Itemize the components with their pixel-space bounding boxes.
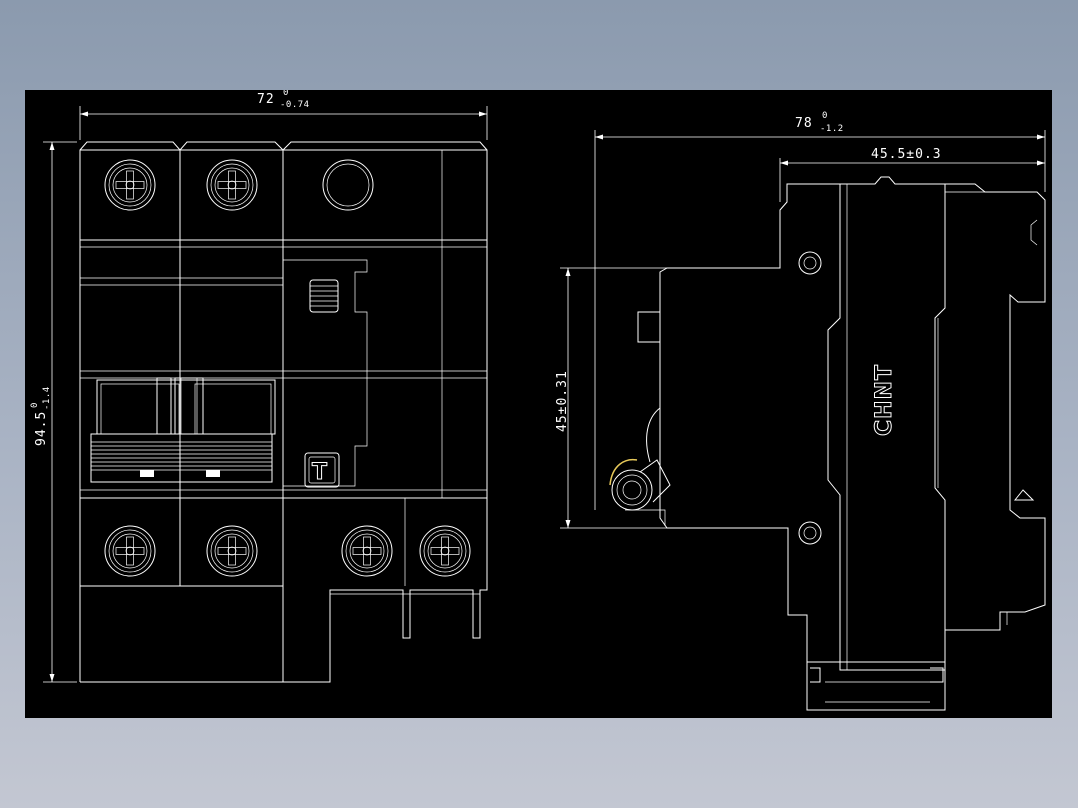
front-height-lower: -1.4 [42,386,52,410]
front-height-upper: 0 [30,402,40,408]
front-width-dimension: 72 0 -0.74 [79,90,488,140]
side-view: CHNT 78 0 -1.2 45.5±0.3 [555,111,1046,711]
mounting-hole-top [798,251,822,275]
terminal-screw-top-1 [104,159,156,211]
front-width-upper: 0 [283,90,289,98]
front-width-lower: -0.74 [280,100,310,110]
cad-drawing-canvas: T 72 0 -0.74 94.5 0 -1.4 [25,90,1052,718]
side-partial-depth-dimension: 45.5±0.3 [779,147,1045,202]
side-depth-lower: -1.2 [820,124,844,134]
front-width-value: 72 [257,92,275,107]
cad-drawing: T 72 0 -0.74 94.5 0 -1.4 [30,90,1046,711]
front-height-value: 94.5 [34,411,49,446]
mounting-hole-bottom [798,521,822,545]
trip-indicator-slider [309,279,339,313]
terminal-screw-bottom-3 [341,525,393,577]
test-button-letter: T [312,460,327,485]
indicator-window [322,159,374,211]
side-body-outline [659,176,1046,711]
terminal-screw-top-2 [206,159,258,211]
side-depth-value: 78 [795,116,813,131]
test-button: T [304,452,340,488]
terminal-screw-bottom-2 [206,525,258,577]
side-handle-lever [609,407,671,526]
terminal-screw-bottom-4 [419,525,471,577]
terminal-screw-bottom-1 [104,525,156,577]
operating-handle [90,377,276,483]
front-body-outline [79,141,488,683]
brand-logo: CHNT [872,364,897,436]
side-rail-height-value: 45±0.31 [555,370,570,432]
side-partial-depth-value: 45.5±0.3 [871,147,942,162]
chnt-logo-group: CHNT [872,364,898,437]
front-height-dimension: 94.5 0 -1.4 [30,141,77,683]
side-rail-height-dimension: 45±0.31 [555,267,667,529]
side-depth-upper: 0 [822,111,828,121]
side-depth-dimension: 78 0 -1.2 [594,111,1046,510]
front-view: T 72 0 -0.74 94.5 0 -1.4 [30,90,488,683]
